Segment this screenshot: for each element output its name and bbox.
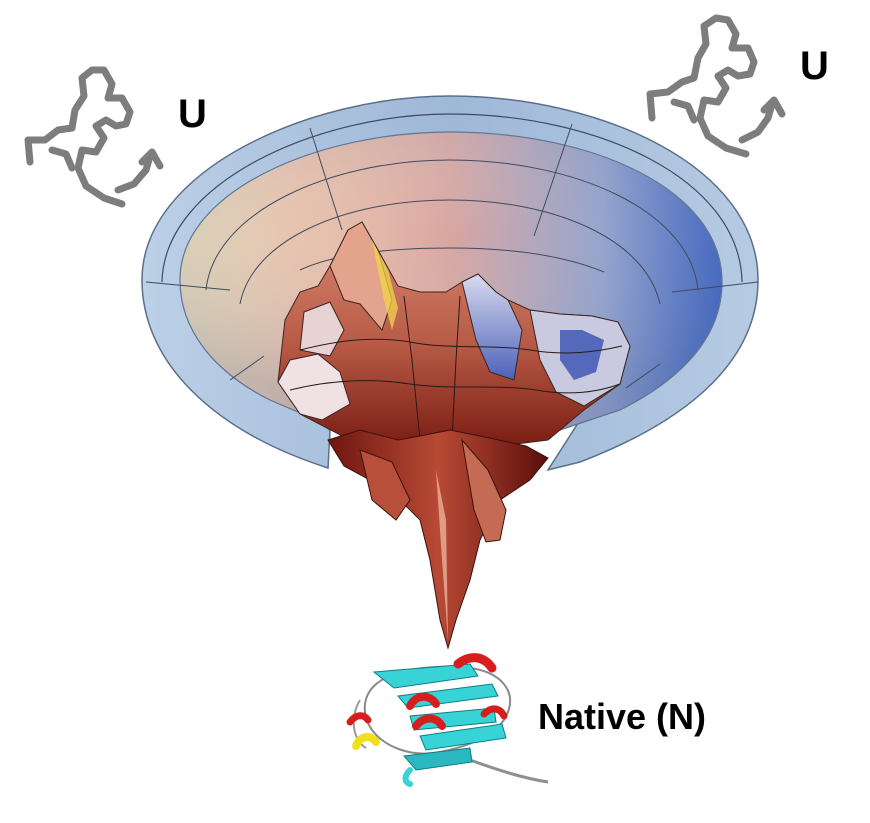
- unfolded-label-right: U: [800, 44, 829, 88]
- unfolded-chain-right-icon: [646, 14, 786, 158]
- native-structure-icon: [346, 653, 549, 787]
- rugged-energy-landscape: [277, 221, 631, 650]
- unfolded-chain-left-icon: [24, 66, 164, 208]
- unfolded-label-left: U: [178, 92, 207, 136]
- native-label: Native (N): [538, 696, 707, 737]
